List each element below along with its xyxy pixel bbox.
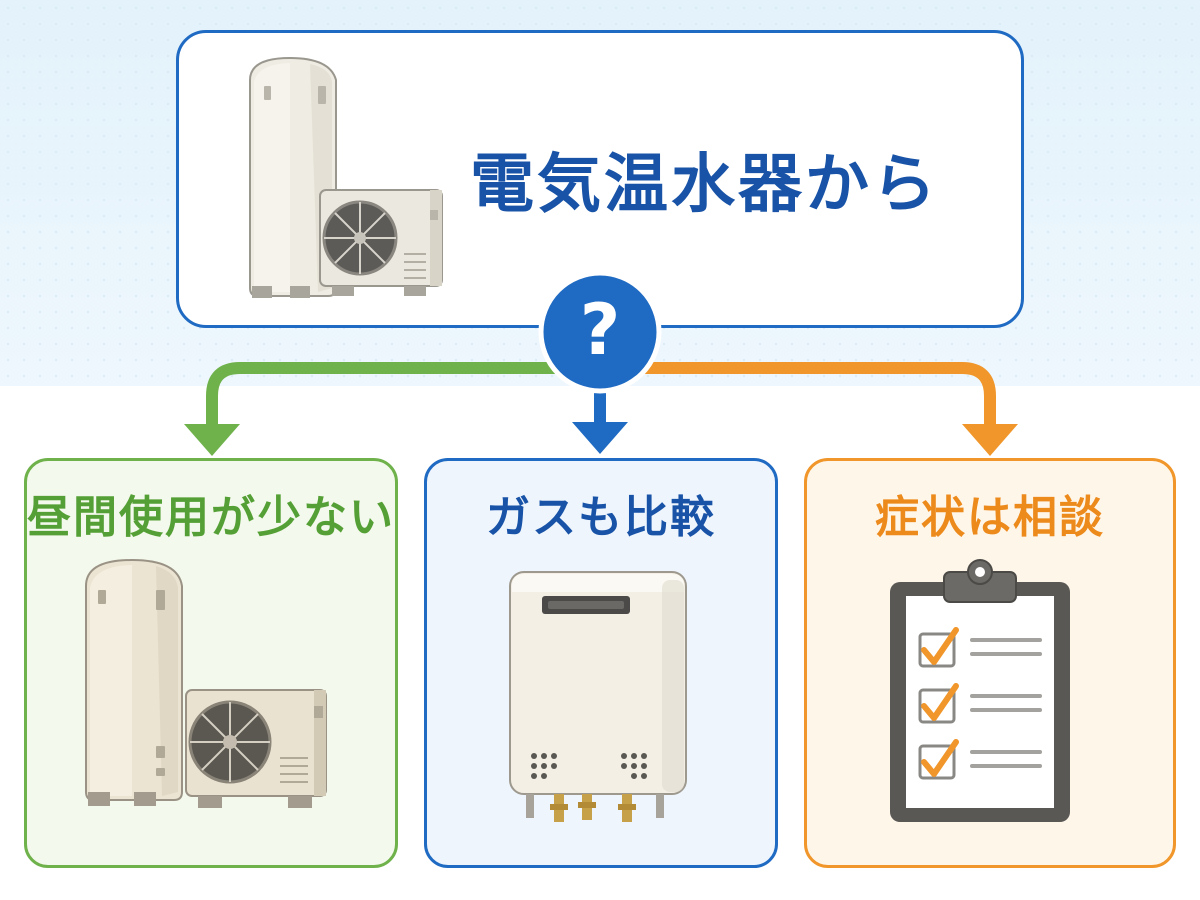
gas-water-heater-icon <box>509 571 687 822</box>
blue-arrowhead <box>572 422 628 454</box>
question-mark-icon: ? <box>538 270 662 394</box>
branch-title-gas: ガスも比較 <box>486 492 716 543</box>
orange-branch-arrow <box>594 362 996 436</box>
electric-water-heater-icon <box>249 56 443 298</box>
checklist-clipboard-icon <box>890 559 1070 822</box>
green-arrowhead <box>184 424 240 456</box>
green-branch-arrow <box>206 362 606 436</box>
heat-pump-water-heater-icon <box>85 558 327 808</box>
question-mark-text: ? <box>580 289 621 371</box>
branch-title-consult: 症状は相談 <box>875 492 1105 543</box>
branch-title-daytime: 昼間使用が少ない <box>27 492 395 543</box>
orange-arrowhead <box>962 424 1018 456</box>
top-title: 電気温水器から <box>470 148 939 222</box>
